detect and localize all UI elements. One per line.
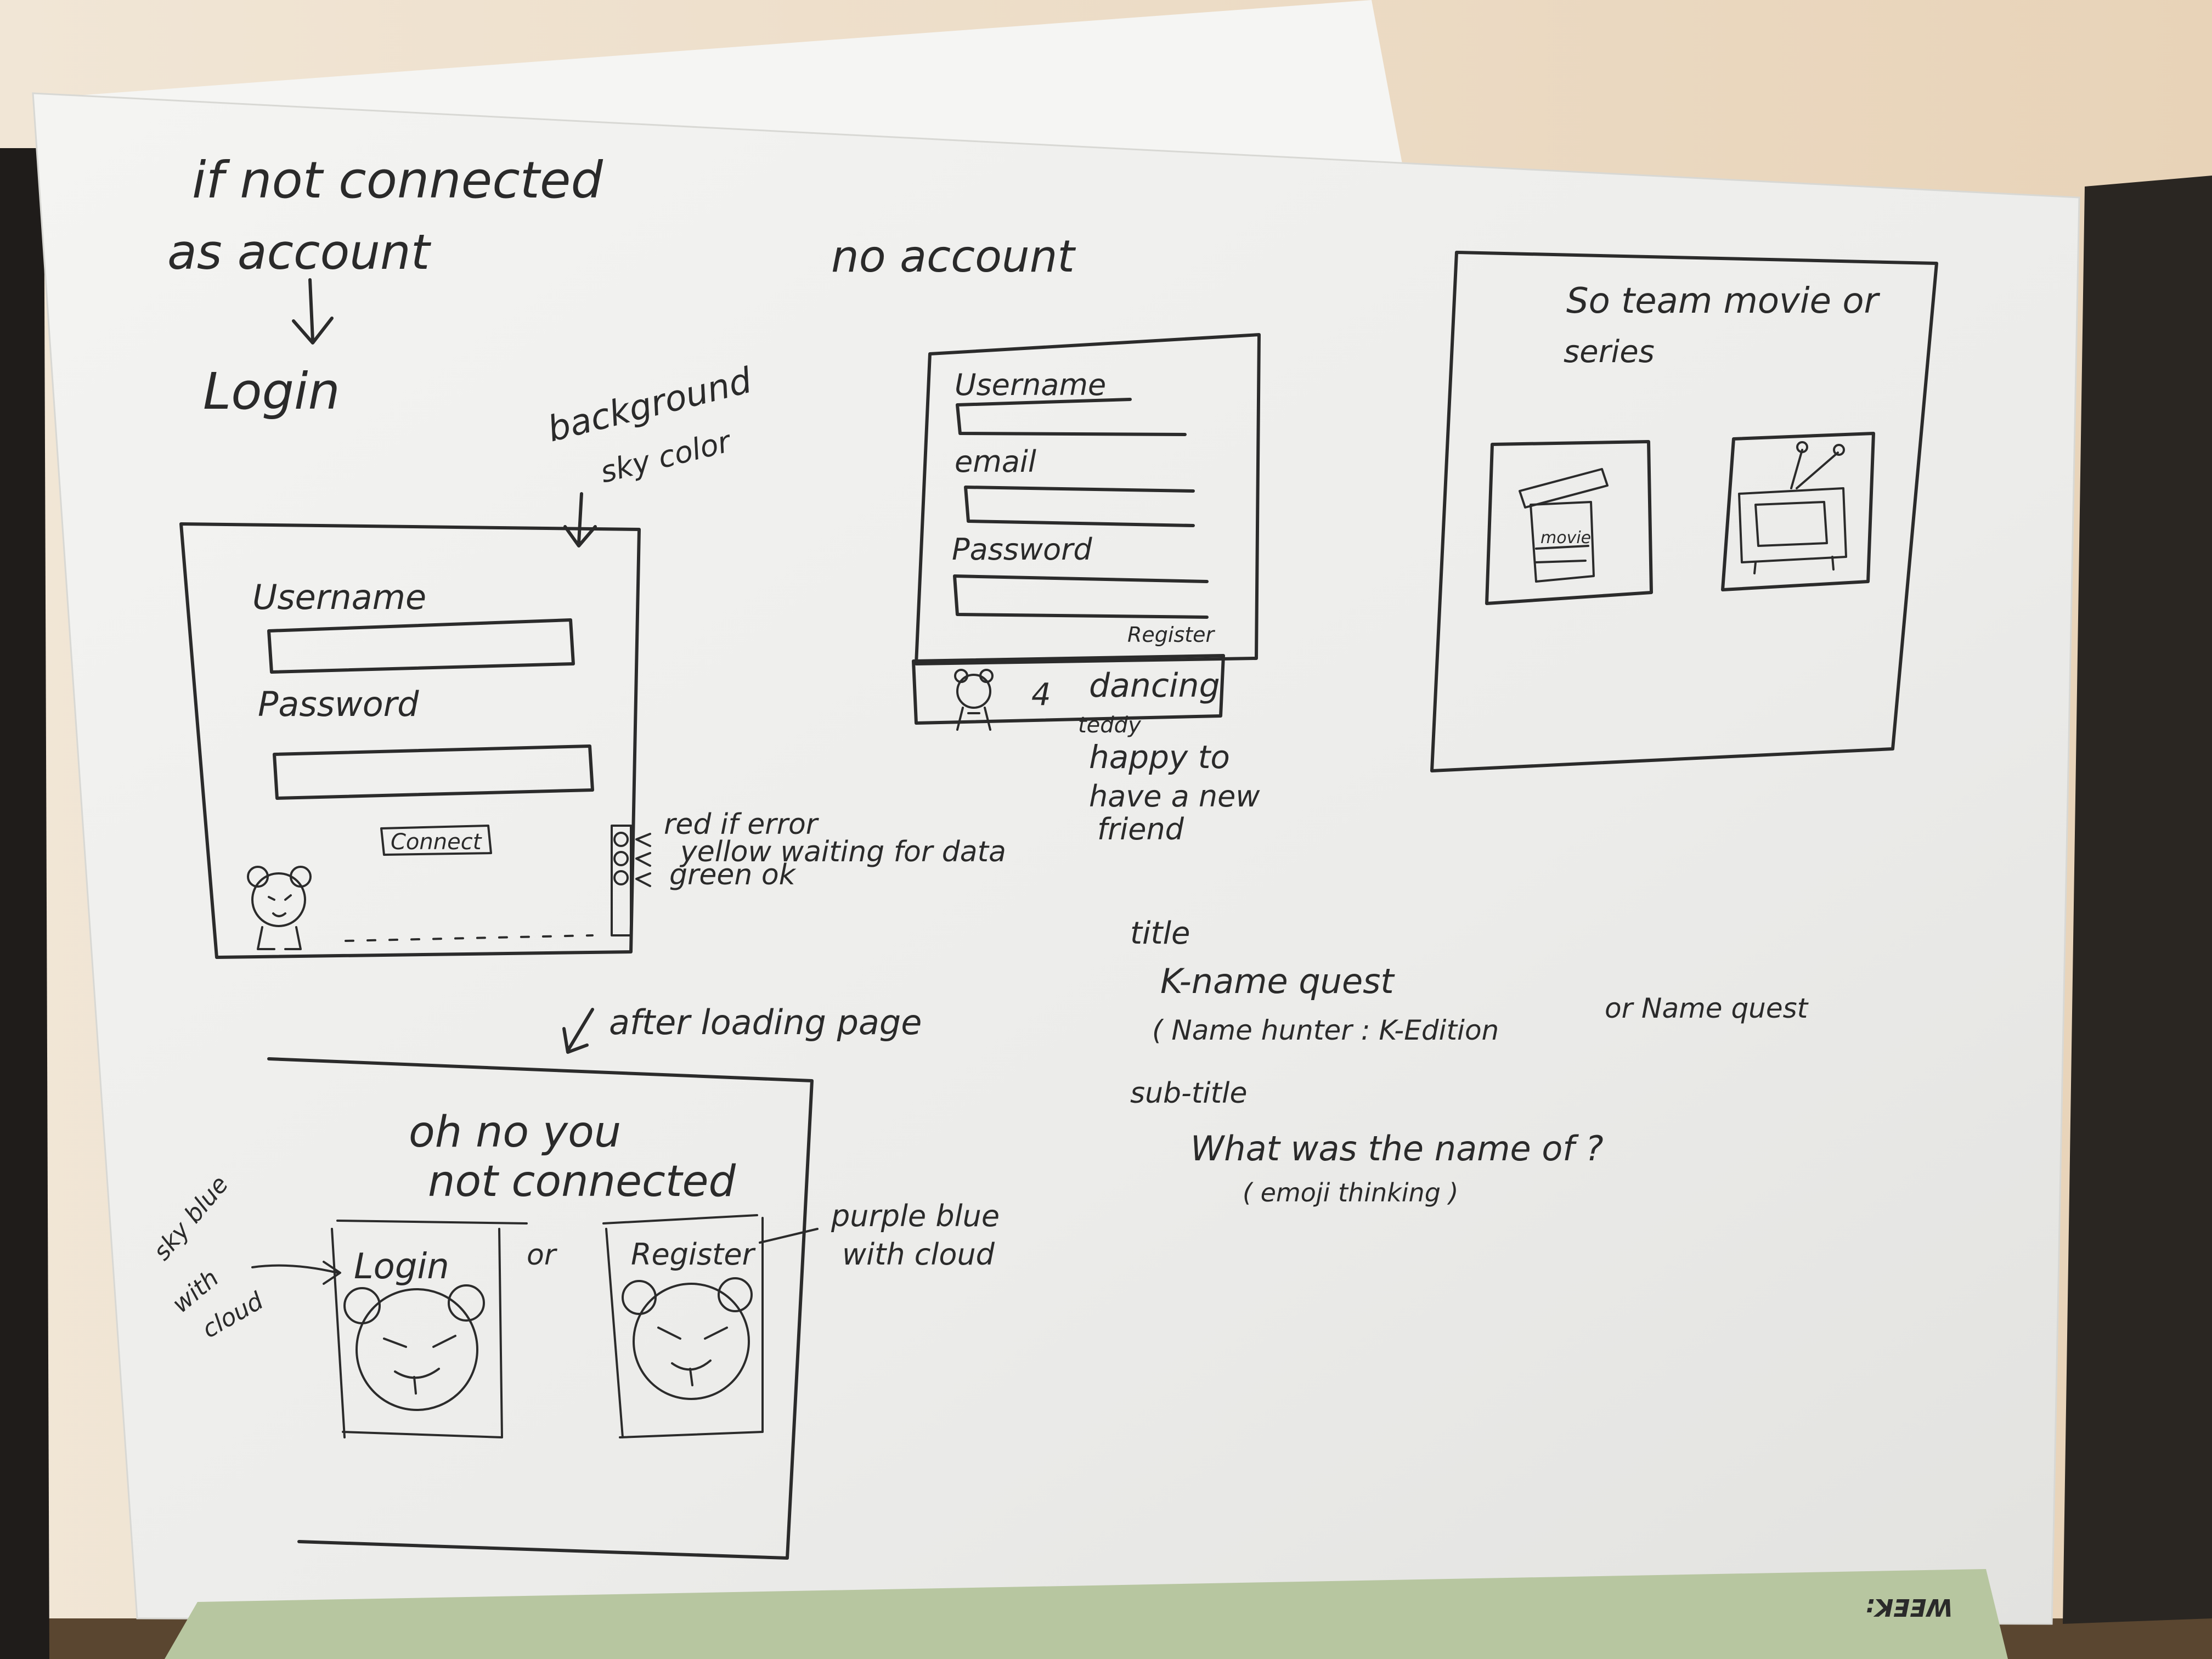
choose-frame xyxy=(1430,251,1938,772)
header-login: Login xyxy=(203,362,340,421)
login-username-field[interactable] xyxy=(267,618,575,674)
header-no-account: no account xyxy=(831,231,1076,282)
dancing-teddy-note: teddy xyxy=(1078,713,1142,738)
login-connect-label: Connect xyxy=(391,830,482,855)
register-password-field[interactable] xyxy=(953,574,1209,619)
movie-card[interactable]: movie xyxy=(1485,440,1653,605)
login-username-label: Username xyxy=(252,577,426,617)
or-label: or xyxy=(527,1239,558,1272)
not-connected-title-1: oh no you xyxy=(409,1108,621,1157)
not-connected-frame xyxy=(267,1057,814,1560)
footer-tab xyxy=(165,1569,2008,1659)
footer-tab-label: WEEK: xyxy=(1865,1593,1953,1621)
loading-arrow-icon xyxy=(562,1008,594,1054)
status-light-yellow xyxy=(613,851,629,866)
register-frame xyxy=(915,333,1261,665)
loading-dots xyxy=(345,934,594,942)
title-alt-2: or Name quest xyxy=(1605,992,1809,1024)
dancing-note: dancing xyxy=(1089,667,1220,705)
register-email-label: email xyxy=(955,444,1036,479)
choose-sketch: So team movie or series movie xyxy=(1430,251,1938,772)
status-note-red: red if error xyxy=(664,808,820,841)
sketch-paper xyxy=(32,92,2080,1625)
tv-icon xyxy=(1738,441,1847,574)
header-arrow-down xyxy=(292,278,334,345)
annotation-arrow-icon xyxy=(563,492,597,548)
subtitle-label: sub-title xyxy=(1130,1077,1247,1110)
title-value: K-name quest xyxy=(1160,961,1395,1001)
bear-face-icon xyxy=(343,1284,485,1411)
status-note-yellow: yellow waiting for data xyxy=(679,836,1006,868)
choose-title-1: So team movie or xyxy=(1566,281,1881,321)
clapperboard-icon: movie xyxy=(1519,468,1609,583)
left-note-arrow-icon xyxy=(251,1261,341,1285)
not-connected-sketch: oh no you not connected Login or Registe… xyxy=(148,1057,1000,1560)
teddy-icon xyxy=(247,866,312,950)
series-card[interactable] xyxy=(1721,432,1875,591)
binder-right xyxy=(2063,176,2212,1624)
login-password-field[interactable] xyxy=(273,744,594,800)
status-light-icon xyxy=(611,825,632,936)
register-password-label: Password xyxy=(952,532,1092,567)
login-choice-label: Login xyxy=(354,1246,449,1287)
right-note-line xyxy=(759,1228,819,1244)
title-alt: ( Name hunter : K-Edition xyxy=(1152,1014,1499,1046)
subtitle-value: What was the name of ? xyxy=(1190,1128,1604,1169)
register-teddy-bar xyxy=(912,654,1225,725)
after-loading-note: after loading page xyxy=(609,1002,922,1042)
title-notes: title K-name quest ( Name hunter : K-Edi… xyxy=(1130,916,1809,1207)
register-submit-label[interactable]: Register xyxy=(1127,623,1216,647)
happy-note-3: friend xyxy=(1097,812,1184,847)
not-connected-title-2: not connected xyxy=(428,1157,736,1206)
login-choice-card[interactable]: Login xyxy=(331,1220,528,1438)
header-line-2: as account xyxy=(167,224,432,280)
title-label: title xyxy=(1130,916,1190,951)
login-frame xyxy=(179,522,641,959)
register-choice-card[interactable]: Register xyxy=(602,1214,764,1438)
subtitle-note: ( emoji thinking ) xyxy=(1243,1178,1458,1207)
right-note-2: with cloud xyxy=(842,1237,995,1272)
right-note-1: purple blue xyxy=(831,1199,1000,1233)
header-line-1: if not connected xyxy=(192,151,603,210)
register-choice-label: Register xyxy=(631,1237,756,1272)
binder-left xyxy=(0,148,49,1659)
login-password-label: Password xyxy=(258,684,419,724)
clapper-text: movie xyxy=(1541,528,1591,548)
choose-title-2: series xyxy=(1564,334,1655,370)
status-light-green xyxy=(613,870,629,885)
register-username-label: Username xyxy=(955,368,1106,402)
register-email-field[interactable] xyxy=(964,486,1195,527)
dancing-arrow: 4 xyxy=(1031,677,1051,713)
happy-note-2: have a new xyxy=(1089,779,1260,814)
bear-face-icon xyxy=(622,1277,753,1400)
status-arrows-icon xyxy=(635,833,651,887)
register-sketch: Username email Password Register 4 danci… xyxy=(912,333,1261,847)
login-connect-button[interactable] xyxy=(380,825,492,856)
register-username-field[interactable] xyxy=(956,398,1187,436)
dancing-teddy-icon xyxy=(954,669,994,731)
happy-note-1: happy to xyxy=(1089,738,1230,776)
status-light-red xyxy=(613,832,629,847)
status-note-green: green ok xyxy=(669,859,797,891)
